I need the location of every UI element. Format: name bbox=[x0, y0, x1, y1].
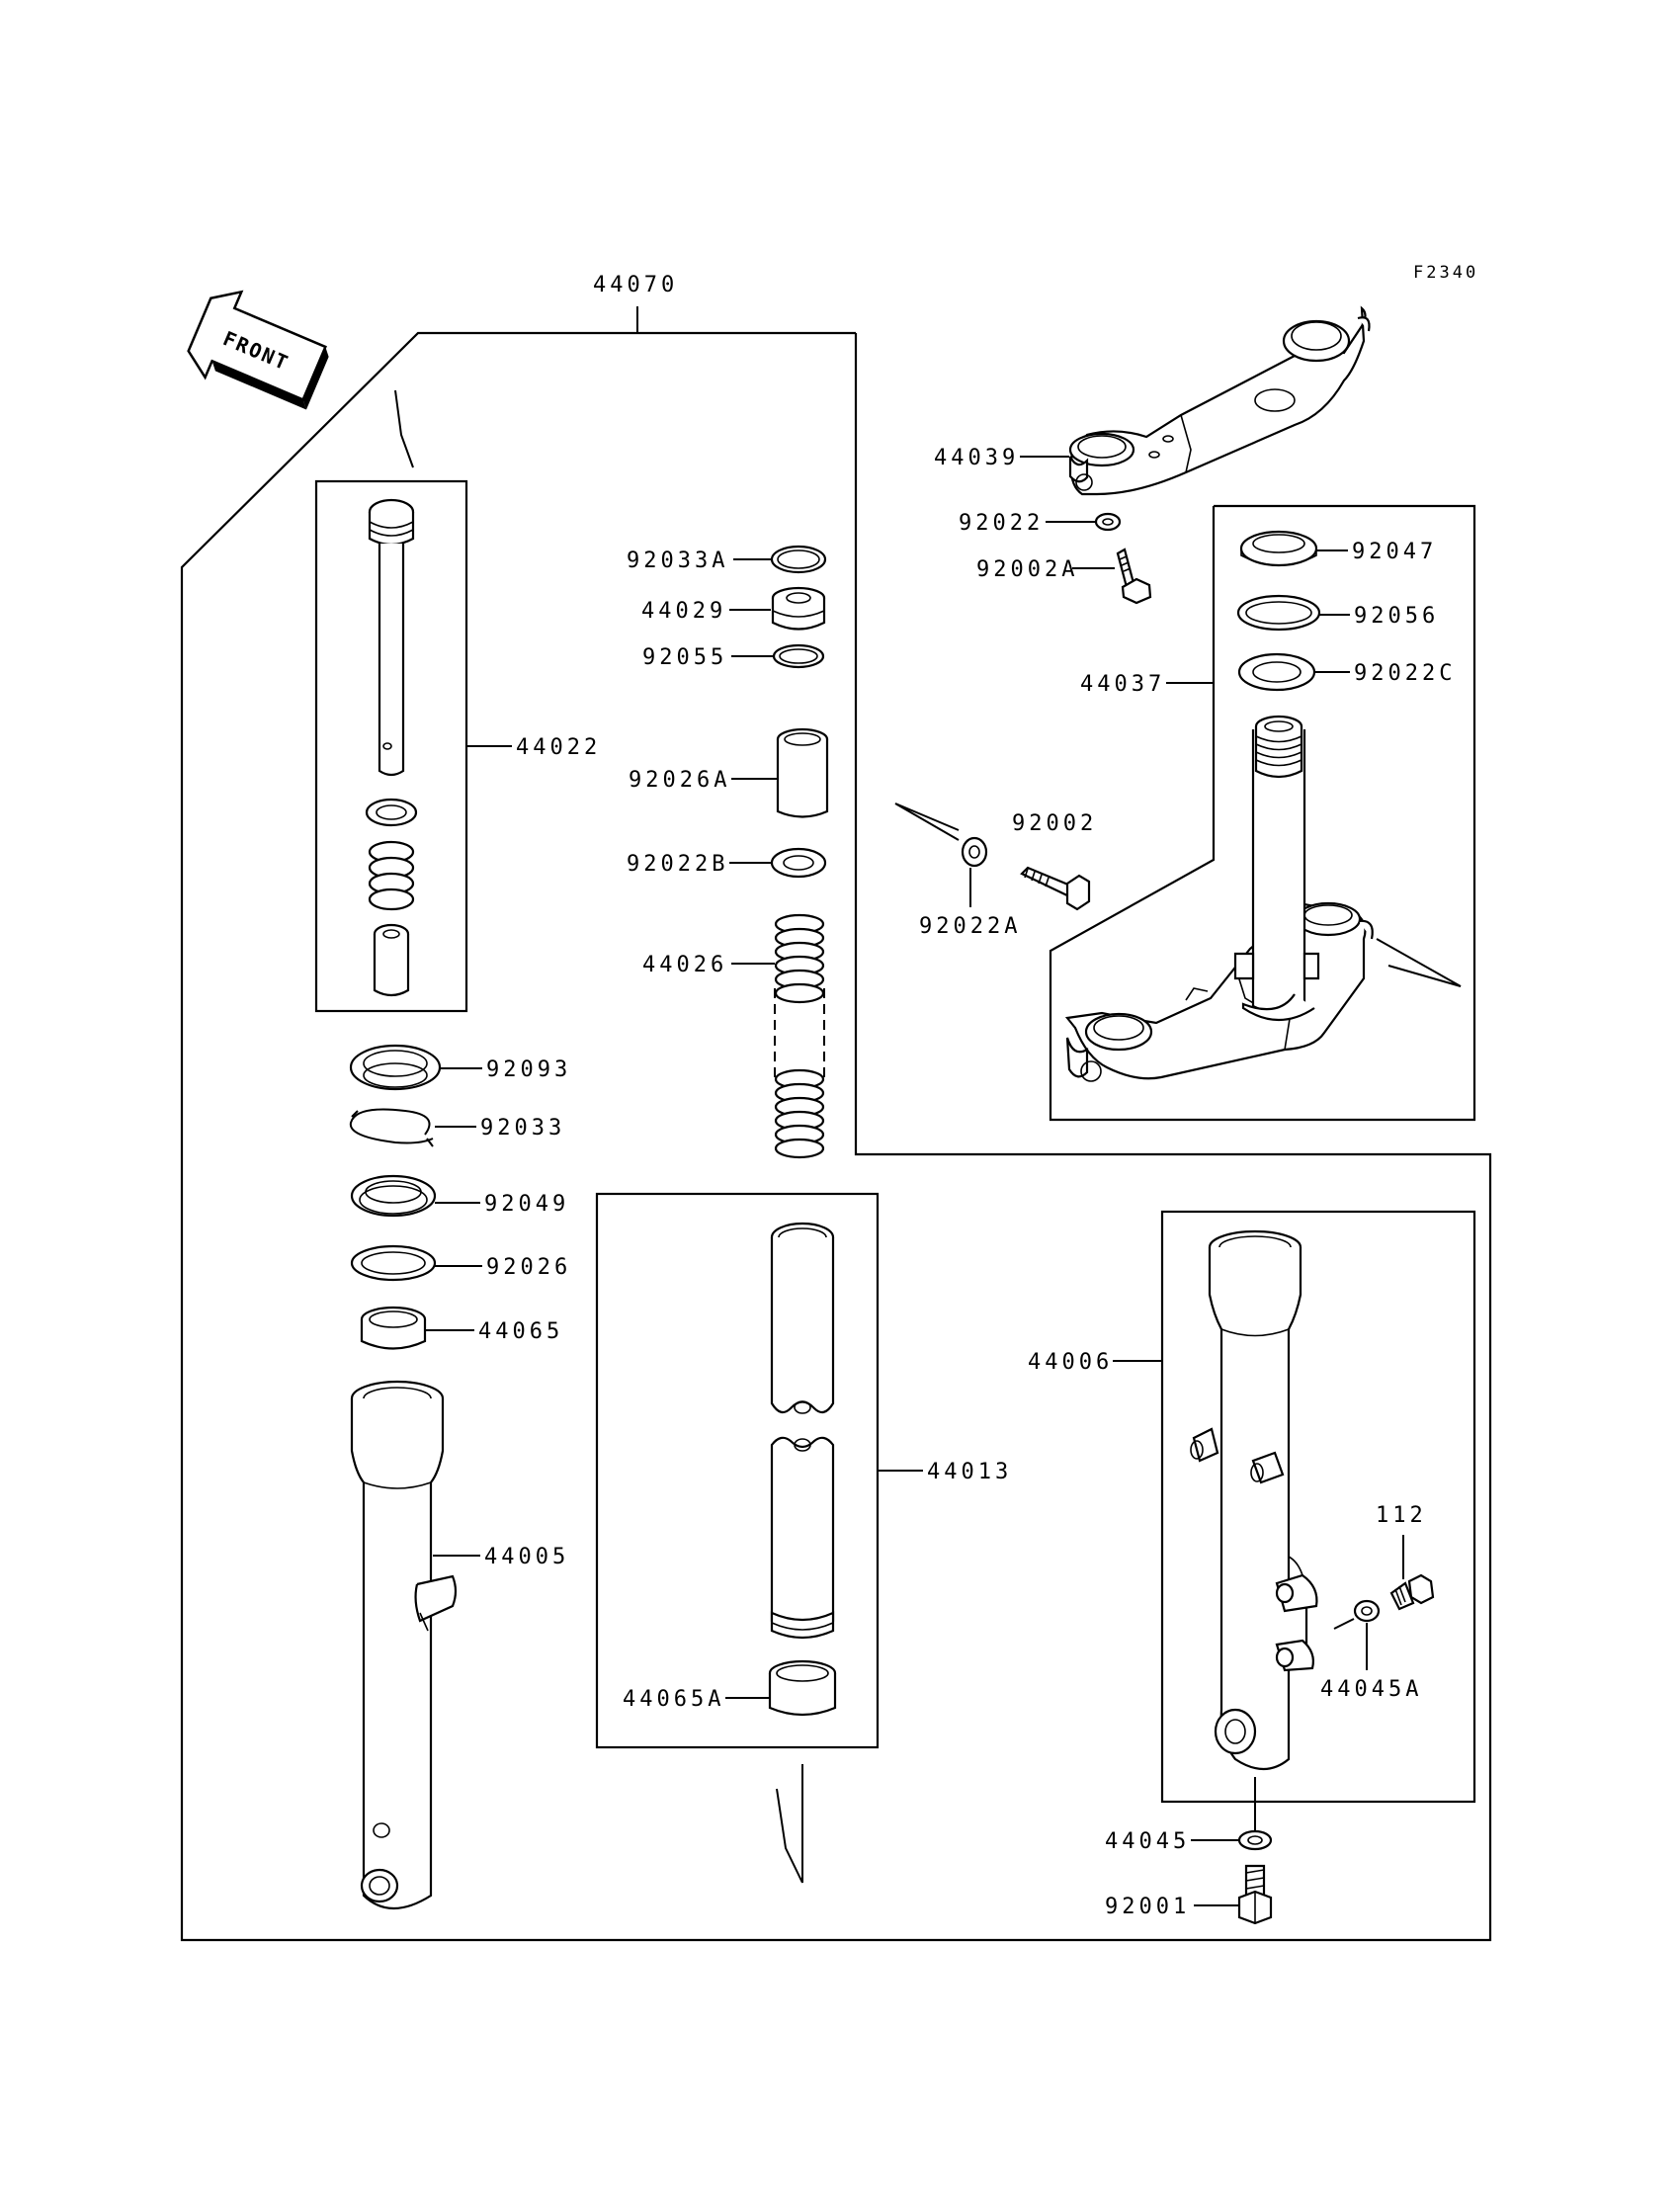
stem-seal-part bbox=[1236, 594, 1321, 632]
label-44065: 44065 bbox=[478, 1319, 563, 1344]
label-44045: 44045 bbox=[1105, 1829, 1190, 1854]
fork-spring-part bbox=[774, 913, 825, 1004]
label-92093: 92093 bbox=[486, 1057, 571, 1082]
label-44029: 44029 bbox=[641, 599, 726, 624]
collar-washer-part bbox=[961, 836, 988, 868]
bracket-washer-part bbox=[1094, 512, 1122, 532]
spring-coil bbox=[774, 982, 825, 1004]
dust-seal-part bbox=[349, 1044, 442, 1091]
fork-spring-lower-part bbox=[774, 1068, 825, 1159]
label-92022A: 92022A bbox=[919, 914, 1021, 939]
outer-fork-box bbox=[1160, 1210, 1476, 1804]
label-92047: 92047 bbox=[1352, 540, 1437, 564]
drain-gasket-part bbox=[1353, 1599, 1381, 1623]
label-92022: 92022 bbox=[959, 511, 1044, 536]
stem-cap-part bbox=[1239, 530, 1318, 567]
label-92022C: 92022C bbox=[1354, 661, 1456, 686]
circlip-part bbox=[349, 1108, 434, 1147]
drain-bolt-part bbox=[1389, 1573, 1435, 1611]
steering-stem-box bbox=[1049, 504, 1476, 1122]
label-92022B: 92022B bbox=[627, 852, 728, 877]
figure-code: F2340 bbox=[1413, 263, 1478, 283]
cap-plug-part bbox=[771, 586, 826, 631]
label-92002: 92002 bbox=[1012, 811, 1097, 836]
label-44039: 44039 bbox=[934, 446, 1019, 470]
label-112: 112 bbox=[1376, 1503, 1427, 1528]
label-44013: 44013 bbox=[927, 1460, 1012, 1484]
seal-washer-part bbox=[350, 1244, 437, 1282]
fork-assembly-outline bbox=[180, 331, 1492, 1942]
upper-bracket-part bbox=[1068, 305, 1371, 496]
cylinder-lower-part bbox=[770, 1436, 835, 1640]
inner-tube-part bbox=[350, 1380, 458, 1909]
slide-bushing-part bbox=[360, 1306, 427, 1350]
label-44070: 44070 bbox=[593, 273, 678, 297]
label-44065A: 44065A bbox=[623, 1687, 724, 1712]
front-arrow-icon: FRONT bbox=[187, 290, 329, 410]
bracket-bolt-part bbox=[1116, 548, 1152, 605]
label-44045A: 44045A bbox=[1320, 1677, 1422, 1702]
label-44022: 44022 bbox=[516, 735, 601, 760]
label-92026: 92026 bbox=[486, 1255, 571, 1280]
steering-stem-part bbox=[1064, 715, 1374, 1082]
spacer-collar-part bbox=[776, 727, 829, 818]
stem-bolt-part bbox=[1020, 866, 1091, 911]
bottom-bolt-part bbox=[1237, 1864, 1273, 1925]
snap-ring-a-part bbox=[770, 545, 827, 574]
stem-washer-part bbox=[1237, 652, 1316, 692]
oil-lock-piece-part bbox=[373, 923, 410, 997]
label-92033: 92033 bbox=[480, 1116, 565, 1141]
bottom-gasket-part bbox=[1237, 1829, 1273, 1851]
label-92033A: 92033A bbox=[627, 549, 728, 573]
label-44026: 44026 bbox=[642, 953, 727, 977]
label-92002A: 92002A bbox=[976, 557, 1078, 582]
label-92055: 92055 bbox=[642, 645, 727, 670]
spring-coil bbox=[774, 1138, 825, 1159]
outer-tube-part bbox=[1190, 1229, 1318, 1771]
damper-rod-part bbox=[368, 498, 415, 777]
label-44037: 44037 bbox=[1080, 672, 1165, 697]
spring-seat-washer-part bbox=[770, 847, 827, 879]
label-92026A: 92026A bbox=[629, 768, 730, 793]
label-92056: 92056 bbox=[1354, 604, 1439, 629]
rebound-spring-part bbox=[368, 840, 415, 911]
label-92001: 92001 bbox=[1105, 1895, 1190, 1919]
label-44006: 44006 bbox=[1028, 1350, 1113, 1375]
cylinder-box bbox=[595, 1192, 880, 1749]
o-ring-part bbox=[772, 643, 825, 669]
oil-seal-part bbox=[350, 1174, 437, 1218]
label-92049: 92049 bbox=[484, 1192, 569, 1217]
label-44005: 44005 bbox=[484, 1545, 569, 1569]
cylinder-upper-part bbox=[770, 1222, 835, 1414]
damper-ring-part bbox=[365, 798, 418, 827]
guide-bushing-part bbox=[768, 1659, 837, 1717]
